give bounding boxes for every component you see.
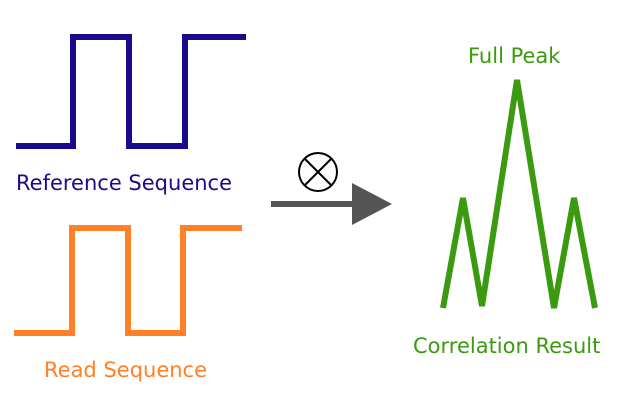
read-sequence-label: Read Sequence: [44, 358, 208, 382]
circled-times-icon: [298, 152, 338, 192]
read-sequence-waveform: [14, 225, 242, 336]
full-peak-label: Full Peak: [468, 44, 561, 68]
correlation-result-waveform: [440, 79, 598, 309]
reference-sequence-waveform: [16, 34, 246, 149]
right-arrow-icon: [271, 183, 392, 225]
reference-sequence-label: Reference Sequence: [16, 171, 233, 195]
correlation-result-label: Correlation Result: [413, 334, 601, 358]
